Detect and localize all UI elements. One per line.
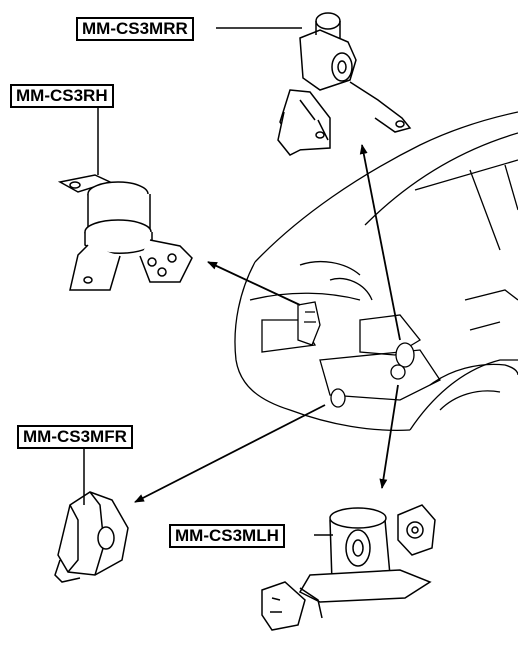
car-body-outline [234, 111, 518, 431]
pointer-arrows [134, 144, 401, 503]
label-mm-cs3mfr: MM-CS3MFR [17, 425, 133, 449]
label-mm-cs3rh: MM-CS3RH [10, 84, 114, 108]
leader-lines [83, 27, 333, 536]
mount-mlh-drawing [261, 504, 436, 631]
label-mm-cs3mrr: MM-CS3MRR [76, 17, 194, 41]
mount-rh-drawing [57, 174, 193, 291]
label-mm-cs3mlh: MM-CS3MLH [169, 524, 285, 548]
mount-mfr-drawing [54, 491, 129, 583]
mount-positions [297, 301, 415, 408]
mount-mrr-drawing [277, 12, 412, 156]
